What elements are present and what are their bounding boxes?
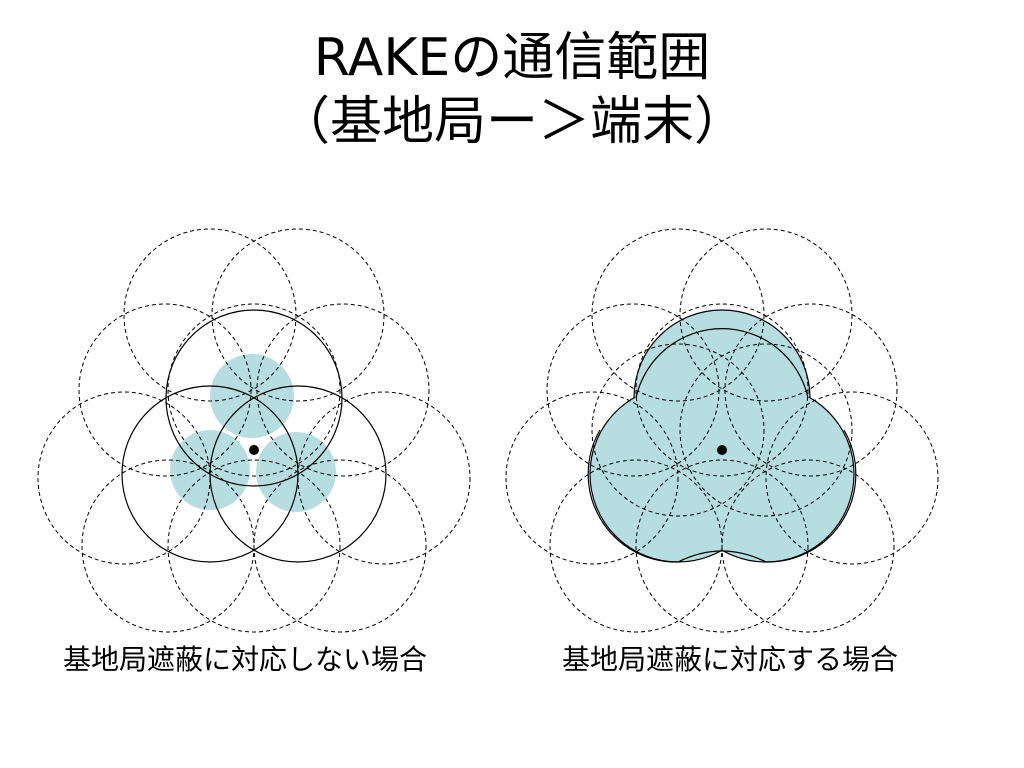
caption-right: 基地局遮蔽に対応する場合 xyxy=(561,643,898,676)
outer-cell xyxy=(256,303,430,477)
outer-cell xyxy=(724,303,898,477)
outer-cell xyxy=(78,303,252,477)
serving-cell-left xyxy=(121,385,299,563)
caption-left: 基地局遮蔽に対応しない場合 xyxy=(62,643,427,676)
outer-cell xyxy=(167,303,341,477)
left-serving-cells xyxy=(121,309,387,563)
outer-cell xyxy=(679,343,853,517)
outer-cell xyxy=(591,343,765,517)
left-diagram xyxy=(37,228,471,633)
outer-cell xyxy=(635,459,809,633)
outer-cell xyxy=(721,459,895,633)
title-line-2: （基地局ー＞端末） xyxy=(277,92,746,152)
right-diagram xyxy=(505,228,939,633)
right-outer-cells xyxy=(505,228,939,633)
terminal-dot xyxy=(717,445,727,455)
outer-cell xyxy=(253,459,427,633)
terminal-dot xyxy=(249,445,259,455)
serving-cell-right xyxy=(209,385,387,563)
outer-cell xyxy=(167,459,341,633)
right-coverage-outline xyxy=(587,328,857,563)
title-line-1: RAKEの通信範囲 xyxy=(313,28,711,88)
outer-cell xyxy=(505,391,679,565)
outer-cell xyxy=(546,303,720,477)
outer-cell xyxy=(635,303,809,477)
left-outer-cells xyxy=(37,228,471,633)
outer-cell xyxy=(765,391,939,565)
slide-title: RAKEの通信範囲 （基地局ー＞端末） xyxy=(0,26,1024,154)
